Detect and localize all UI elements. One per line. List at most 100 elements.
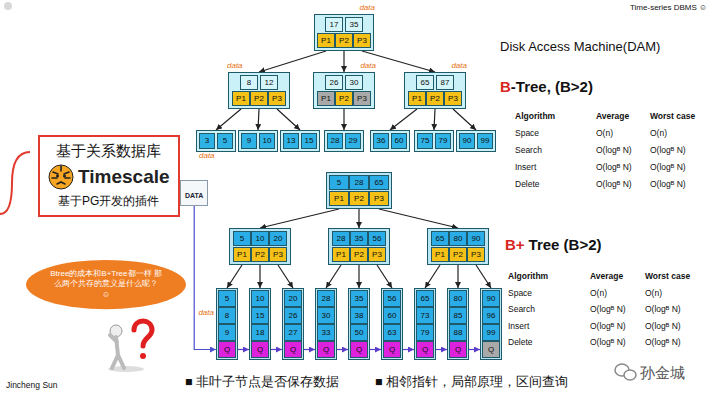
key-cell: 99 (477, 133, 493, 149)
source-label: DATA (185, 192, 203, 199)
connector (370, 349, 381, 350)
table-cell: Insert (515, 163, 536, 173)
pointer-cell: P1 (408, 91, 426, 106)
table-cell: O(n) (590, 289, 607, 299)
next-pointer: Q (218, 341, 236, 358)
pointer-cell: P2 (251, 247, 269, 262)
btree-inner-node: 812P1P2P3data (228, 72, 290, 109)
pointer-cell: P1 (233, 247, 251, 262)
key-cell: 15 (251, 307, 269, 324)
connector (434, 109, 435, 130)
connector (425, 265, 440, 288)
key-cell: 56 (368, 231, 386, 246)
connector (227, 265, 242, 288)
btree-leaf: 2829 (324, 130, 364, 152)
question-dot (140, 353, 146, 359)
connector (337, 349, 348, 350)
key-cell: 5 (218, 290, 236, 307)
watermark: 孙金城 (640, 364, 685, 381)
pointer-cell: P1 (332, 247, 350, 262)
pointer-cell: P3 (269, 247, 287, 262)
key-cell: 65 (416, 75, 434, 90)
connector (238, 349, 249, 350)
pointer-cell: P3 (369, 191, 389, 206)
key-cell: 65 (369, 175, 389, 190)
heading: Tree (B>2) (529, 236, 602, 253)
bplus-root: 52865P1P2P3 (326, 172, 392, 209)
key-cell: 99 (482, 324, 500, 341)
connector (259, 265, 260, 288)
connector (326, 265, 341, 288)
connector (457, 265, 458, 288)
key-cell: 35 (345, 17, 363, 32)
table-cell: Average (590, 272, 623, 282)
next-pointer: Q (383, 341, 401, 358)
key-cell: 50 (350, 324, 368, 341)
bullet-note: ■ 非叶子节点是否保存数据 (185, 375, 339, 389)
btree-inner-node: 6587P1P2P3data (404, 72, 466, 109)
table-cell: O(logᴮ N) (650, 163, 686, 173)
pointer-cell: P2 (426, 91, 444, 106)
key-cell: 35 (350, 231, 368, 246)
btree-leaf: 9099 (456, 130, 496, 152)
pointer-cell: P1 (232, 91, 250, 106)
key-cell: 8 (240, 75, 258, 90)
pointer-cell: P3 (353, 91, 371, 106)
key-cell: 28 (332, 231, 350, 246)
btree-leaf: 1315 (280, 130, 320, 152)
connector (277, 109, 300, 130)
key-cell: 75 (417, 133, 433, 149)
pointer-cell: P3 (368, 247, 386, 262)
key-cell: 63 (383, 324, 401, 341)
connector (260, 209, 339, 228)
connector (343, 109, 344, 130)
key-cell: 38 (350, 307, 368, 324)
pointer-cell: P3 (268, 91, 286, 106)
key-cell: 27 (284, 324, 302, 341)
bplus-leaf: 589Qdata (216, 288, 238, 360)
connector (194, 206, 216, 350)
key-cell: 65 (416, 290, 434, 307)
next-pointer: Q (416, 341, 434, 358)
key-cell: 79 (416, 324, 434, 341)
payload-tag: data (227, 62, 243, 70)
pointer-cell: P1 (329, 191, 349, 206)
pointer-cell: P2 (335, 91, 353, 106)
key-cell: 13 (283, 133, 299, 149)
question-mark (134, 321, 152, 346)
pointer-cell: P1 (317, 91, 335, 106)
pointer-cell: P2 (250, 91, 268, 106)
key-cell: 18 (251, 324, 269, 341)
pointer-cell: P2 (335, 33, 353, 48)
figure-body (110, 335, 124, 368)
logo-text: Timescale (78, 166, 170, 188)
table-cell: O(logᴮ N) (650, 180, 686, 190)
key-cell: 33 (317, 324, 335, 341)
callout-ellipse (26, 260, 186, 309)
heading: -Tree, (B>2) (511, 78, 593, 95)
next-pointer: Q (350, 341, 368, 358)
table-cell: O(n) (650, 129, 667, 139)
bplus-inner-node: 51020P1P2P3 (229, 228, 291, 265)
key-cell: 28 (349, 175, 369, 190)
key-cell: 90 (467, 231, 485, 246)
key-cell: 73 (416, 307, 434, 324)
table-cell: O(n) (645, 289, 662, 299)
key-cell: 30 (317, 307, 335, 324)
connector (390, 109, 417, 130)
table-cell: O(logᴮ N) (645, 322, 681, 332)
connector (377, 265, 392, 288)
key-cell: 8 (218, 307, 236, 324)
pointer-cell: P1 (431, 247, 449, 262)
connector (469, 349, 480, 350)
next-pointer: Q (482, 341, 500, 358)
bplus-leaf: 909699Q (480, 288, 502, 360)
key-cell: 10 (251, 290, 269, 307)
key-cell: 90 (459, 133, 475, 149)
bplus-leaf: 566063Q (381, 288, 403, 360)
wechat-icon (624, 370, 636, 380)
key-cell: 80 (449, 231, 467, 246)
connector (453, 109, 476, 130)
btree-leaf: 7579 (414, 130, 454, 152)
connector (358, 209, 359, 228)
